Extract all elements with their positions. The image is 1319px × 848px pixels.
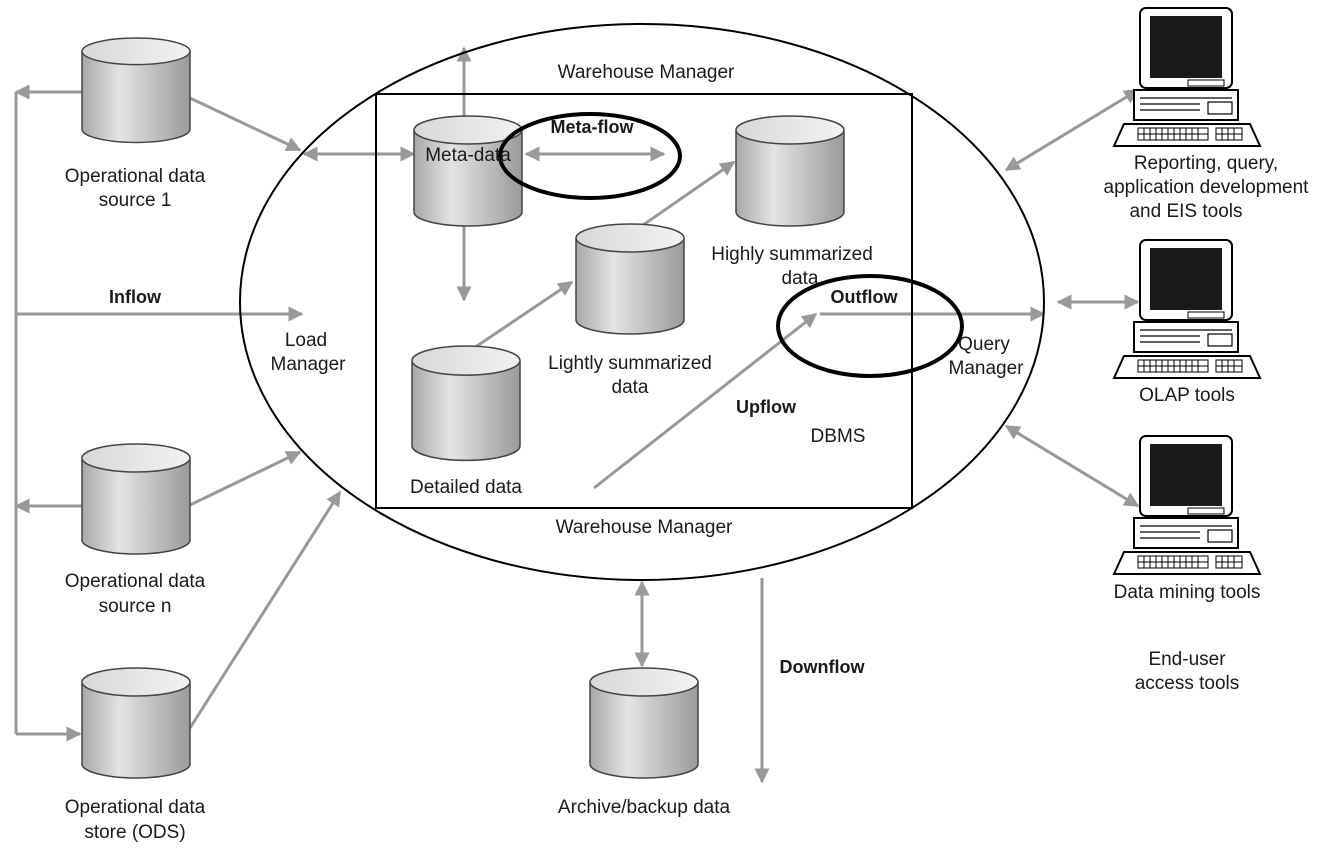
warehouse-ellipse — [239, 23, 1045, 581]
end-user-caption-line1: End-user — [1148, 649, 1226, 670]
ods-label-line1: Operational data — [65, 797, 206, 818]
olap-tools-label: OLAP tools — [1139, 385, 1235, 406]
reporting-tools-label-line1: Reporting, query, — [1134, 153, 1278, 174]
outflow-label: Outflow — [831, 287, 899, 307]
flow-arrows — [14, 46, 1140, 784]
load-manager-label-line2: Manager — [271, 354, 347, 375]
ods-database-icon — [81, 667, 191, 779]
arrow-to-mining-tools — [1004, 424, 1140, 508]
highly-summarized-label-line2: data — [782, 268, 819, 289]
arrow-ods-to-load — [188, 490, 342, 729]
arrow-light-to-high — [629, 160, 736, 236]
detailed-data-label: Detailed data — [410, 477, 522, 498]
highly-summarized-label-line1: Highly summarized — [711, 244, 873, 265]
mining-tools-label: Data mining tools — [1114, 582, 1261, 603]
arrow-source1-to-load — [189, 96, 302, 152]
upflow-arrow — [593, 312, 818, 490]
source1-label-line1: Operational data — [65, 166, 206, 187]
query-manager-label-line2: Manager — [949, 358, 1025, 379]
reporting-computer-icon — [1113, 7, 1261, 147]
meta-data-label: Meta-data — [425, 145, 511, 166]
query-manager-label-line1: Query — [958, 334, 1010, 355]
detailed-database-icon — [411, 345, 521, 462]
metaflow-label: Meta-flow — [551, 117, 635, 137]
archive-database-icon — [589, 667, 699, 779]
downflow-label: Downflow — [780, 657, 866, 677]
source-n-label-line2: source n — [99, 596, 172, 617]
arrow-detailed-to-light — [467, 280, 574, 354]
upflow-label: Upflow — [736, 397, 797, 417]
source-n-label-line1: Operational data — [65, 571, 206, 592]
lightly-summarized-label-line1: Lightly summarized — [548, 353, 712, 374]
arrow-source-n-to-load — [189, 450, 302, 507]
dbms-label: DBMS — [811, 426, 866, 447]
ods-label-line2: store (ODS) — [84, 822, 185, 843]
arrow-to-reporting-tools — [1004, 88, 1140, 172]
inflow-label: Inflow — [109, 287, 162, 307]
end-user-caption-line2: access tools — [1135, 673, 1240, 694]
load-manager-label-line1: Load — [285, 330, 327, 351]
reporting-tools-label-line2: application development — [1104, 177, 1310, 198]
metaflow-highlight — [498, 112, 682, 200]
archive-label: Archive/backup data — [558, 797, 731, 818]
source1-database-icon — [81, 37, 191, 144]
dbms-box — [375, 93, 913, 509]
reporting-tools-label-line3: and EIS tools — [1129, 201, 1242, 222]
source1-label-line2: source 1 — [99, 190, 172, 211]
warehouse-manager-top-label: Warehouse Manager — [558, 62, 735, 83]
highly-summarized-database-icon — [735, 115, 845, 227]
warehouse-manager-bottom-label: Warehouse Manager — [556, 517, 733, 538]
lightly-summarized-label-line2: data — [612, 377, 649, 398]
source-n-database-icon — [81, 443, 191, 555]
outflow-highlight — [776, 274, 964, 378]
olap-computer-icon — [1113, 239, 1261, 379]
lightly-summarized-database-icon — [575, 223, 685, 335]
